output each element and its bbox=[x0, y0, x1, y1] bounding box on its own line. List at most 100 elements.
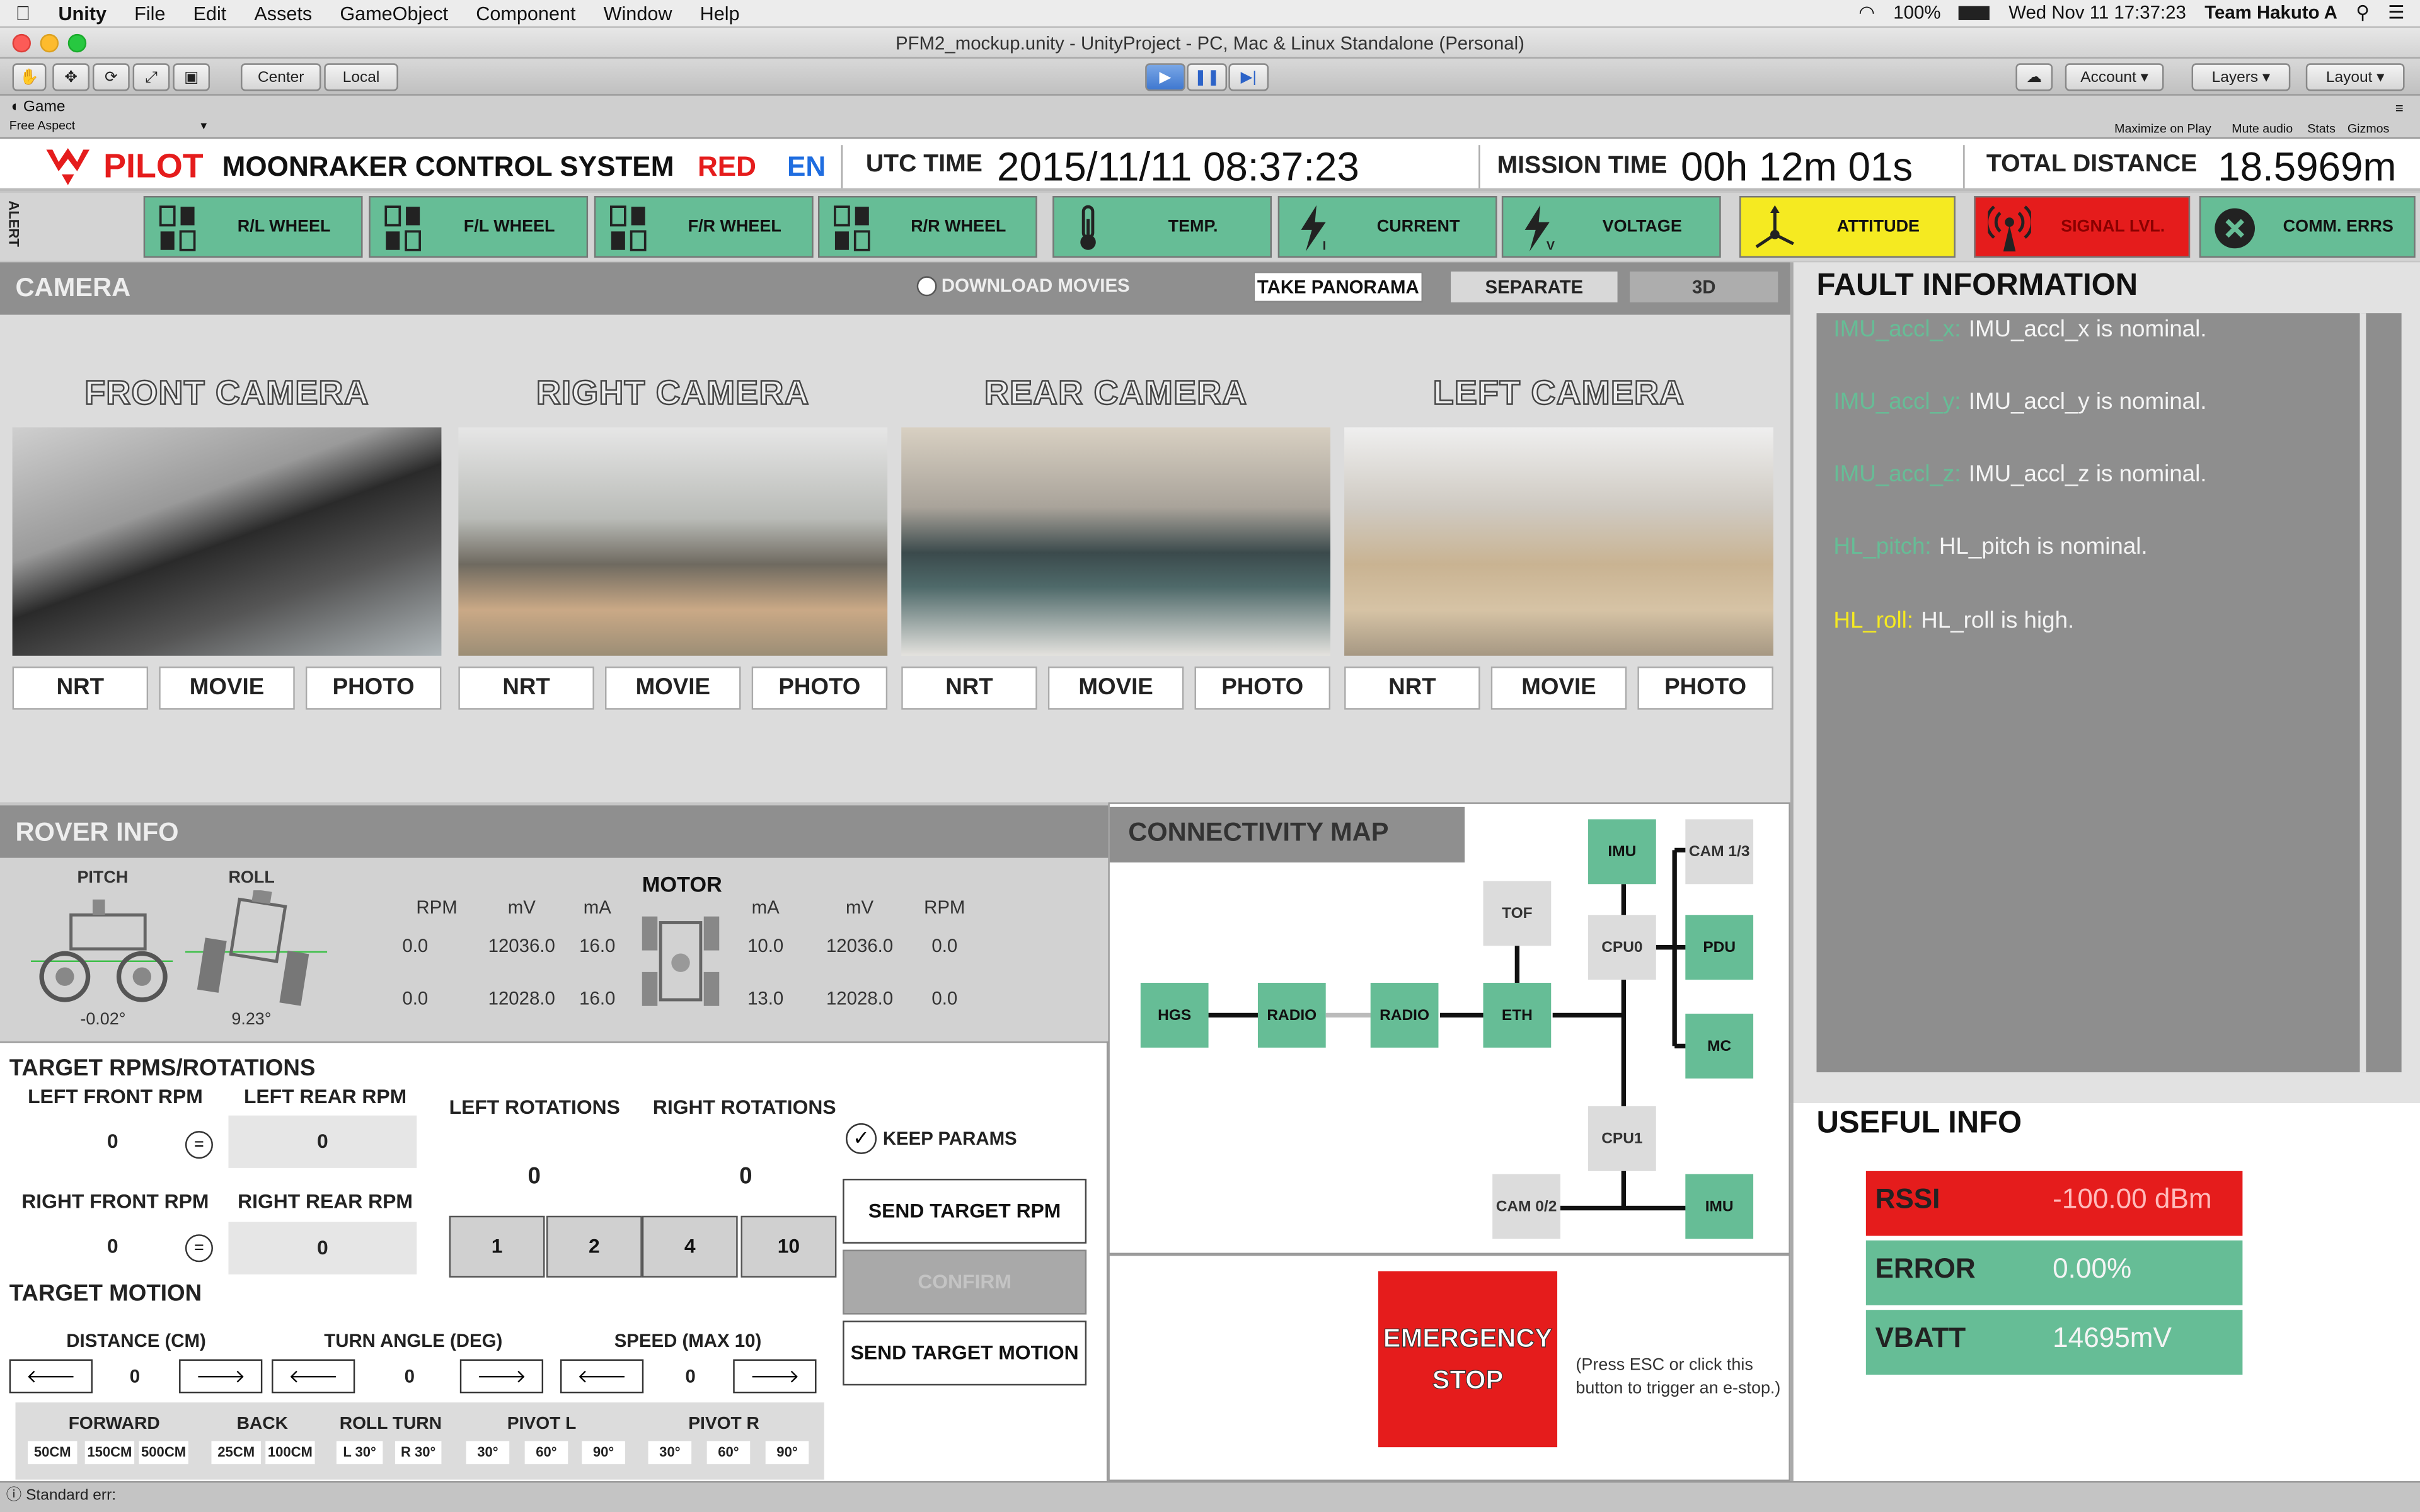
fault-list[interactable]: IMU_accl_x:IMU_accl_x is nominal.IMU_acc… bbox=[1816, 313, 2360, 1073]
left-front-rpm-input[interactable]: 0 bbox=[30, 1115, 195, 1168]
right-camera-nrt-button[interactable]: NRT bbox=[458, 666, 594, 710]
left-camera-photo-button[interactable]: PHOTO bbox=[1637, 666, 1773, 710]
preset-bk-button[interactable]: 25CM bbox=[211, 1441, 261, 1465]
right-camera-feed[interactable] bbox=[458, 427, 888, 656]
preset-pl-button[interactable]: 90° bbox=[582, 1441, 625, 1465]
link-equal-icon[interactable]: = bbox=[185, 1131, 213, 1159]
front-camera-photo-button[interactable]: PHOTO bbox=[305, 666, 442, 710]
right-rotations-value[interactable]: 0 bbox=[739, 1163, 752, 1190]
menu-edit[interactable]: Edit bbox=[178, 2, 227, 24]
fault-scrollbar[interactable] bbox=[2361, 313, 2402, 1073]
speed-increase-button[interactable]: 🡒 bbox=[733, 1359, 817, 1394]
right-front-rpm-input[interactable]: 0 bbox=[30, 1220, 195, 1273]
stats-toggle[interactable]: Stats bbox=[2307, 122, 2336, 136]
download-movies-toggle[interactable]: DOWNLOAD MOVIES bbox=[916, 275, 1130, 296]
maximize-on-play-toggle[interactable]: Maximize on Play bbox=[2114, 122, 2211, 136]
alert-f-l-wheel[interactable]: F/L WHEEL bbox=[369, 196, 589, 258]
tab-game[interactable]: ◖Game bbox=[9, 99, 66, 116]
preset-fwd-button[interactable]: 150CM bbox=[84, 1441, 135, 1465]
spotlight-icon[interactable]: ⚲ bbox=[2356, 1, 2370, 23]
alert-f-r-wheel[interactable]: F/R WHEEL bbox=[594, 196, 814, 258]
preset-fwd-button[interactable]: 50CM bbox=[28, 1441, 78, 1465]
speed-value[interactable]: 0 bbox=[685, 1365, 696, 1387]
layout-dropdown[interactable]: Layout ▾ bbox=[2305, 63, 2405, 91]
front-camera-movie-button[interactable]: MOVIE bbox=[159, 666, 295, 710]
keep-params-checkbox[interactable]: ✓ KEEP PARAMS bbox=[846, 1123, 1017, 1154]
alert-r-r-wheel[interactable]: R/R WHEEL bbox=[817, 196, 1037, 258]
minimize-window-button[interactable] bbox=[40, 33, 59, 53]
left-camera-nrt-button[interactable]: NRT bbox=[1344, 666, 1480, 710]
apple-icon[interactable]:  bbox=[15, 1, 30, 25]
take-panorama-button[interactable]: TAKE PANORAMA bbox=[1253, 272, 1423, 303]
speed-decrease-button[interactable]: 🡐 bbox=[560, 1359, 644, 1394]
distance-decrease-button[interactable]: 🡐 bbox=[9, 1359, 93, 1394]
preset-pl-button[interactable]: 60° bbox=[524, 1441, 568, 1465]
menu-app[interactable]: Unity bbox=[43, 2, 107, 24]
layers-dropdown[interactable]: Layers ▾ bbox=[2191, 63, 2291, 91]
play-button[interactable]: ▶ bbox=[1145, 63, 1185, 91]
front-camera-nrt-button[interactable]: NRT bbox=[12, 666, 149, 710]
send-target-motion-button[interactable]: SEND TARGET MOTION bbox=[843, 1320, 1087, 1386]
left-camera-feed[interactable] bbox=[1344, 427, 1773, 656]
preset-bk-button[interactable]: 100CM bbox=[265, 1441, 315, 1465]
tab-menu-icon[interactable]: ≡ bbox=[2395, 100, 2404, 116]
separate-button[interactable]: SEPARATE bbox=[1451, 272, 1618, 303]
3d-button[interactable]: 3D bbox=[1630, 272, 1778, 303]
account-dropdown[interactable]: Account ▾ bbox=[2065, 63, 2164, 91]
aspect-dropdown[interactable]: Free Aspect▾ bbox=[9, 119, 207, 133]
link-equal-icon[interactable]: = bbox=[185, 1234, 213, 1263]
rear-camera-feed[interactable] bbox=[901, 427, 1331, 656]
menu-gameobject[interactable]: GameObject bbox=[325, 2, 448, 24]
turn-increase-button[interactable]: 🡒 bbox=[459, 1359, 544, 1394]
alert-temp[interactable]: TEMP. bbox=[1052, 196, 1272, 258]
rear-camera-movie-button[interactable]: MOVIE bbox=[1047, 666, 1184, 710]
notification-icon[interactable]: ☰ bbox=[2388, 1, 2405, 23]
battery-text[interactable]: 100% bbox=[1893, 1, 1941, 23]
send-target-rpm-button[interactable]: SEND TARGET RPM bbox=[843, 1179, 1087, 1244]
user-name[interactable]: Team Hakuto A bbox=[2204, 1, 2337, 23]
turn-decrease-button[interactable]: 🡐 bbox=[272, 1359, 355, 1394]
rect-tool-icon[interactable]: ▣ bbox=[173, 63, 210, 91]
rotation-1-button[interactable]: 1 bbox=[449, 1215, 545, 1278]
mute-audio-toggle[interactable]: Mute audio bbox=[2232, 122, 2293, 136]
cloud-icon[interactable]: ☁ bbox=[2015, 63, 2053, 91]
wifi-icon[interactable]: ◠ bbox=[1858, 1, 1875, 23]
language-toggle[interactable]: EN bbox=[786, 151, 826, 182]
preset-pr-button[interactable]: 90° bbox=[765, 1441, 809, 1465]
clock[interactable]: Wed Nov 11 17:37:23 bbox=[2008, 1, 2186, 23]
preset-fwd-button[interactable]: 500CM bbox=[139, 1441, 188, 1465]
distance-increase-button[interactable]: 🡒 bbox=[179, 1359, 263, 1394]
turn-value[interactable]: 0 bbox=[404, 1365, 415, 1387]
right-camera-movie-button[interactable]: MOVIE bbox=[605, 666, 741, 710]
rotate-tool-icon[interactable]: ⟳ bbox=[92, 63, 130, 91]
preset-pr-button[interactable]: 30° bbox=[648, 1441, 692, 1465]
hand-tool-icon[interactable]: ✋ bbox=[12, 63, 47, 91]
step-button[interactable]: ▶| bbox=[1228, 63, 1269, 91]
menu-file[interactable]: File bbox=[119, 2, 165, 24]
alert-attitude[interactable]: ATTITUDE bbox=[1739, 196, 1956, 258]
left-camera-movie-button[interactable]: MOVIE bbox=[1490, 666, 1627, 710]
rotation-2-button[interactable]: 2 bbox=[546, 1215, 642, 1278]
pivot-local-button[interactable]: Local bbox=[324, 63, 398, 91]
right-rear-rpm-input[interactable]: 0 bbox=[228, 1222, 417, 1274]
alert-signal-lvl[interactable]: SIGNAL LVL. bbox=[1974, 196, 2191, 258]
menu-component[interactable]: Component bbox=[461, 2, 575, 24]
scale-tool-icon[interactable]: ⤢ bbox=[132, 63, 170, 91]
preset-pr-button[interactable]: 60° bbox=[706, 1441, 751, 1465]
close-window-button[interactable] bbox=[12, 33, 31, 53]
gizmos-dropdown[interactable]: Gizmos bbox=[2347, 122, 2390, 136]
left-rotations-value[interactable]: 0 bbox=[527, 1163, 541, 1190]
preset-rt-button[interactable]: L 30° bbox=[336, 1441, 383, 1465]
rear-camera-nrt-button[interactable]: NRT bbox=[901, 666, 1037, 710]
menu-window[interactable]: Window bbox=[588, 2, 672, 24]
pivot-center-button[interactable]: Center bbox=[241, 63, 321, 91]
status-text[interactable]: Standard err: bbox=[26, 1487, 117, 1504]
rear-camera-photo-button[interactable]: PHOTO bbox=[1194, 666, 1331, 710]
alert-comm-errs[interactable]: COMM. ERRS bbox=[2199, 196, 2416, 258]
rotation-4-button[interactable]: 4 bbox=[642, 1215, 738, 1278]
move-tool-icon[interactable]: ✥ bbox=[52, 63, 90, 91]
alert-r-l-wheel[interactable]: R/L WHEEL bbox=[143, 196, 363, 258]
menu-help[interactable]: Help bbox=[684, 2, 740, 24]
